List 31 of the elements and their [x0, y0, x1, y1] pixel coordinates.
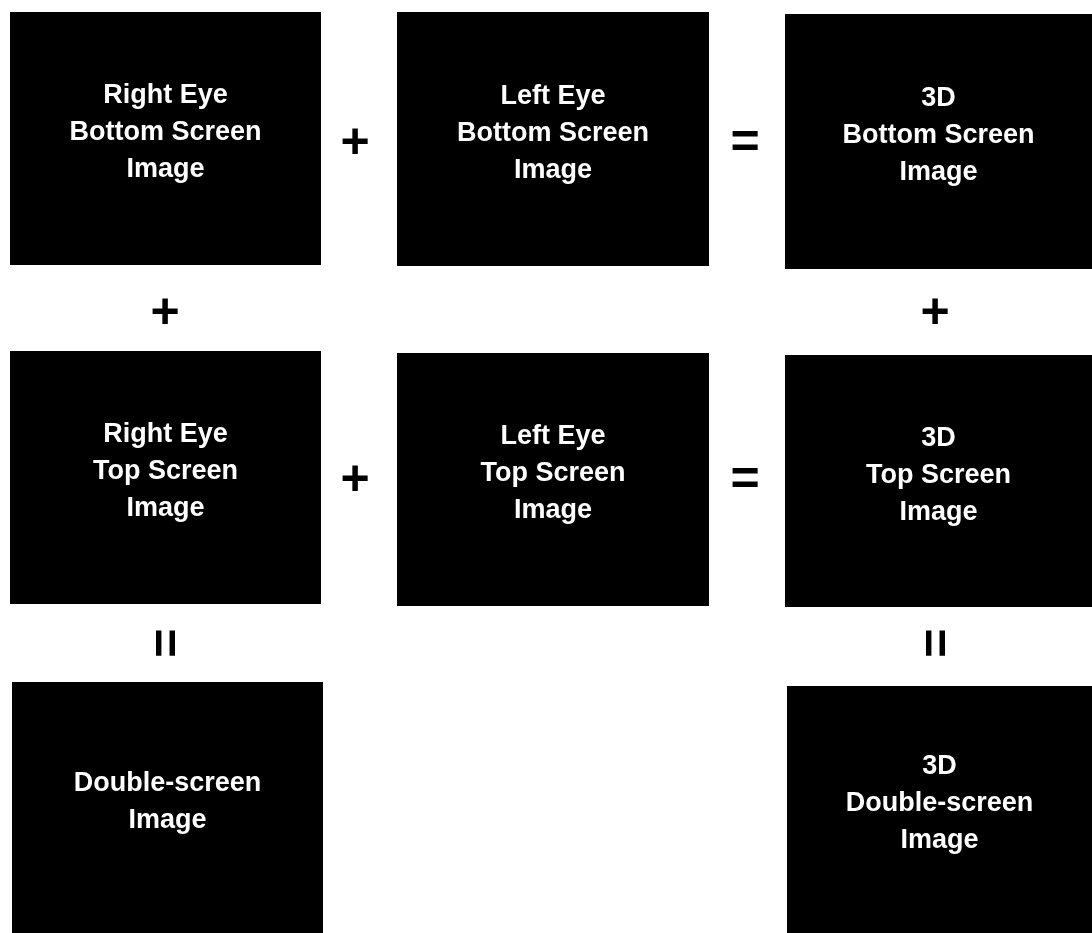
operator-sign: + — [919, 286, 951, 336]
image-box — [787, 686, 1092, 933]
box-label: Top Screen Image — [864, 457, 1012, 528]
box-label: Bottom Screen Image — [68, 115, 263, 185]
image-box — [397, 353, 709, 606]
box-label: Top Screen Image — [479, 456, 627, 526]
image-box — [785, 355, 1092, 607]
image-box — [785, 14, 1092, 269]
box-label: Top Screen Image — [91, 454, 239, 524]
box-label: Right Eye — [102, 417, 229, 450]
box-label: Left Eye — [499, 419, 607, 452]
image-box — [397, 12, 709, 266]
box-label: Double-screen Image — [844, 786, 1035, 856]
operator-sign: = — [729, 116, 761, 166]
operator-sign: = — [910, 627, 960, 660]
operator-sign: + — [149, 286, 181, 336]
box-label: Bottom Screen Image — [841, 118, 1036, 188]
box-label: 3D — [920, 81, 957, 114]
operator-sign: + — [339, 453, 371, 503]
box-label: 3D — [920, 420, 957, 454]
image-box — [10, 351, 321, 604]
box-label: Bottom Screen Image — [455, 115, 650, 186]
box-label: Right Eye — [102, 78, 229, 111]
operator-sign: = — [729, 453, 761, 503]
image-box — [10, 12, 321, 265]
box-label: 3D — [921, 749, 958, 782]
image-box — [12, 682, 323, 933]
box-label: Double-screen Image — [72, 765, 263, 836]
operator-sign: = — [140, 627, 190, 660]
box-label: Left Eye — [499, 78, 607, 112]
operator-sign: + — [339, 116, 371, 166]
